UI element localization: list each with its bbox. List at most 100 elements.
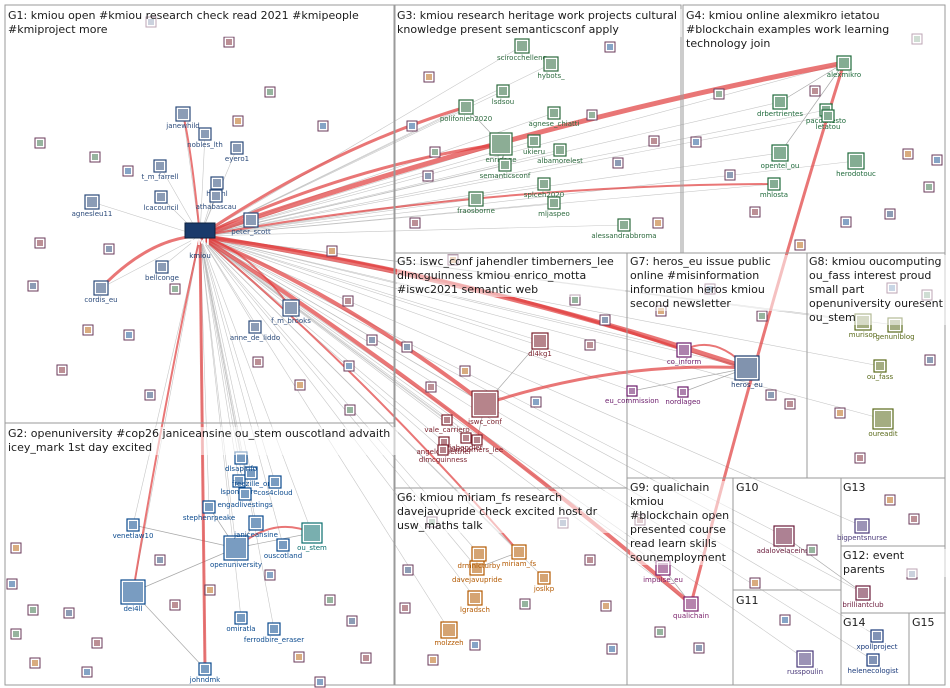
edge-kmiou-mhlosta	[199, 183, 775, 237]
node-molzzeh: molzzeh	[434, 621, 464, 647]
node-unlabeled	[599, 314, 611, 326]
node-agnesleu11: agnesleu11	[72, 194, 112, 218]
node-unlabeled	[423, 71, 435, 83]
node-label-omiratla: omiratla	[226, 625, 255, 633]
group-title-g12: G12: event parents	[843, 549, 949, 577]
strong-edge-kmiou-polifonieh2020	[199, 105, 467, 238]
group-title-g6: G6: kmiou miriam_fs research davejavupri…	[397, 491, 625, 533]
node-drmnlcturby: drmnlcturby	[458, 546, 500, 570]
node-label-davejavupride: davejavupride	[452, 576, 502, 584]
node-brilliantclub: brilliantclub	[842, 585, 884, 609]
node-label-xpollproject: xpollproject	[856, 643, 897, 651]
node-unlabeled	[401, 341, 413, 353]
node-label-co_inform: co_inform	[667, 358, 702, 366]
node-label-miriam_fs: miriam_fs	[502, 560, 537, 568]
edge-kmiou-dlsapinfo	[199, 235, 242, 459]
node-label-cordis_eu: cordis_eu	[84, 296, 117, 304]
node-unlabeled	[794, 239, 806, 251]
node-eyero1: eyero1	[225, 141, 249, 163]
edge-kmiou-nordlageo	[199, 235, 684, 393]
node-unlabeled	[294, 379, 306, 391]
node-unlabeled	[366, 334, 378, 346]
node-dlsapinfo: dlsapinfo	[225, 451, 257, 473]
node-helenecologist: helenecologist	[848, 653, 899, 675]
edge-openuniversity-ou_stem	[235, 532, 313, 549]
node-unlabeled	[264, 86, 276, 98]
group-title-g14: G14	[843, 616, 866, 630]
node-unlabeled	[612, 157, 624, 169]
edge-kmiou-alexmikro	[199, 62, 845, 237]
node-unlabeled	[144, 389, 156, 401]
node-unlabeled	[82, 324, 94, 336]
node-label-anne_de_liddo: anne_de_liddo	[230, 334, 280, 342]
node-label-helenecologist: helenecologist	[848, 667, 899, 675]
node-unlabeled	[204, 584, 216, 596]
node-label-johndmk: johndmk	[189, 676, 221, 684]
edge-alexmikro-drbertrientes	[779, 62, 845, 103]
node-cordis_eu: cordis_eu	[84, 280, 118, 304]
node-label-venetlaw10: venetlaw10	[113, 532, 154, 540]
group-title-g11: G11	[736, 594, 759, 608]
edge-kmiou-letatou	[199, 115, 829, 237]
node-label-nobles_lth: nobles_lth	[187, 141, 223, 149]
edge-kmiou-ou_stem	[199, 235, 313, 534]
node-unlabeled	[584, 554, 596, 566]
node-unlabeled	[123, 329, 135, 341]
node-label-hybots_: hybots_	[537, 72, 565, 80]
node-label-albamorelest: albamorelest	[537, 157, 583, 165]
node-unlabeled	[264, 569, 276, 581]
edge-kmiou-oureadit	[199, 235, 884, 420]
node-lcacouncil: lcacouncil	[144, 190, 178, 212]
node-russpoulin: russpoulin	[787, 650, 823, 676]
node-label-dlsapinfo: dlsapinfo	[225, 465, 257, 473]
node-label-eyero1: eyero1	[225, 155, 249, 163]
node-dei4ll: dei4ll	[120, 579, 146, 613]
edge-kmiou-alessandrabbroma	[199, 224, 625, 237]
node-label-lgradsch: lgradsch	[460, 606, 490, 614]
node-label-stephenrpeake: stephenrpeake	[183, 514, 235, 522]
group-title-g4: G4: kmiou online alexmikro ietatou #bloc…	[686, 9, 941, 51]
edge-kmiou-fraosborne	[199, 198, 477, 237]
node-unlabeled	[10, 628, 22, 640]
node-unlabeled	[884, 494, 896, 506]
node-engadlivestings: engadlivestings	[217, 487, 273, 509]
node-venetlaw10: venetlaw10	[113, 518, 154, 540]
group-title-g15: G15	[912, 616, 935, 630]
node-label-murisop: murisop	[849, 331, 878, 339]
node-label-openuniversity: openuniversity	[210, 561, 262, 569]
node-unlabeled	[584, 339, 596, 351]
node-unlabeled	[169, 283, 181, 295]
node-label-cos4cloud: cos4cloud	[257, 489, 292, 497]
node-unlabeled	[469, 639, 481, 651]
node-label-athabascau: athabascau	[196, 203, 237, 211]
strong-edge-kmiou-enridage	[199, 142, 502, 238]
edge-kmiou-timberners_lee	[199, 235, 478, 441]
node-unlabeled	[427, 654, 439, 666]
group-title-g5: G5: iswc_conf jahendler timberners_lee d…	[397, 255, 625, 297]
node-label-fraosborne: fraosborne	[457, 207, 495, 215]
node-label-vale_carriero: vale_carriero	[424, 426, 469, 434]
node-miriam_fs: miriam_fs	[502, 544, 537, 568]
edge-kmiou-helenecologist	[199, 235, 874, 661]
node-label-janewhild: janewhild	[165, 122, 199, 130]
edge-dei4ll-johndmk	[132, 591, 206, 670]
node-drbertrientes: drbertrientes	[757, 94, 803, 118]
node-lsdsou: lsdsou	[492, 84, 514, 106]
node-label-letatou: letatou	[816, 123, 841, 131]
node-unlabeled	[346, 615, 358, 627]
node-unlabeled	[324, 594, 336, 606]
edge-kmiou-ouscotland	[199, 235, 284, 546]
group-title-g10: G10	[736, 481, 759, 495]
node-label-janiceansine: janiceansine	[233, 531, 278, 539]
group-title-g3: G3: kmiou research heritage work project…	[397, 9, 682, 37]
node-label-ou_stem: ou_stem	[297, 544, 327, 552]
node-label-russpoulin: russpoulin	[787, 668, 823, 676]
node-unlabeled	[402, 564, 414, 576]
node-label-drbertrientes: drbertrientes	[757, 110, 803, 118]
node-polifonieh2020: polifonieh2020	[440, 99, 492, 123]
node-label-bellconge: bellconge	[145, 274, 179, 282]
node-unlabeled	[10, 542, 22, 554]
node-unlabeled	[923, 181, 935, 193]
